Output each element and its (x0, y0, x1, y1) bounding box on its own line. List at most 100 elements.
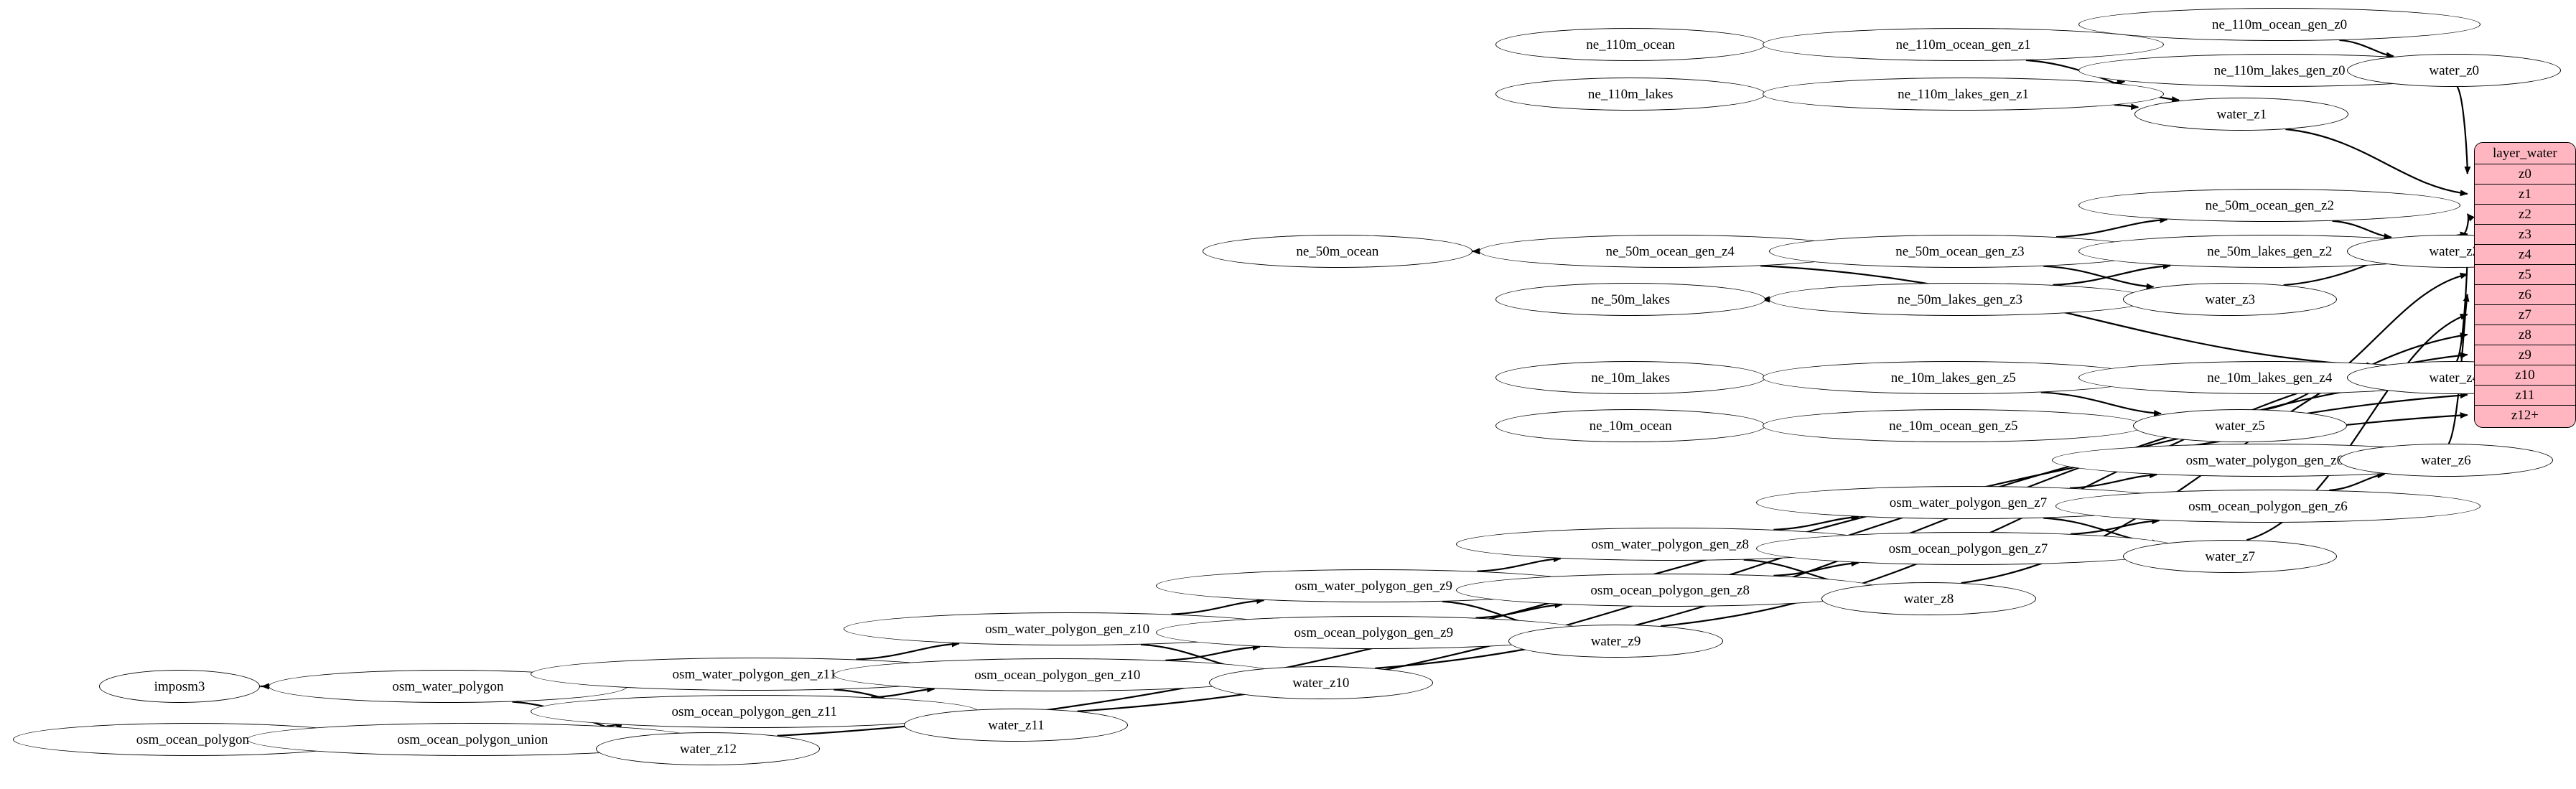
graph-node-water_z6[interactable]: water_z6 (2338, 444, 2553, 477)
graph-node-osm_ocean_polygon_gen_z7[interactable]: osm_ocean_polygon_gen_z7 (1755, 532, 2181, 565)
edge-water_z2-to-layer_water.z2 (2462, 213, 2475, 236)
graph-node-label: ne_110m_ocean (1586, 37, 1676, 52)
graph-node-water_z5[interactable]: water_z5 (2132, 409, 2348, 442)
graph-node-ne_10m_lakes[interactable]: ne_10m_lakes (1495, 361, 1766, 394)
graph-node-label: ne_10m_lakes (1591, 370, 1671, 386)
legend-row-z11[interactable]: z11 (2474, 386, 2575, 406)
graph-node-label: ne_50m_ocean_gen_z4 (1605, 243, 1735, 259)
graph-node-label: imposm3 (154, 678, 205, 694)
edge-osm_ocean_polygon_gen_z8-to-osm_ocean_polygon_gen_z7 (1773, 560, 1859, 576)
graph-node-label: water_z2 (2429, 243, 2480, 259)
legend-row-z8[interactable]: z8 (2474, 325, 2575, 345)
graph-node-label: ne_50m_lakes_gen_z2 (2207, 243, 2333, 259)
graph-node-water_z11[interactable]: water_z11 (904, 709, 1129, 742)
graph-node-imposm3[interactable]: imposm3 (98, 670, 261, 703)
graph-node-water_z1[interactable]: water_z1 (2134, 98, 2349, 131)
graph-node-label: osm_ocean_polygon_gen_z8 (1590, 582, 1750, 598)
graph-node-osm_ocean_polygon_gen_z8[interactable]: osm_ocean_polygon_gen_z8 (1456, 574, 1885, 607)
graph-node-osm_ocean_polygon_gen_z6[interactable]: osm_ocean_polygon_gen_z6 (2055, 490, 2481, 523)
legend-row-z2[interactable]: z2 (2474, 205, 2575, 225)
graph-node-water_z10[interactable]: water_z10 (1208, 666, 1433, 699)
graph-node-water_z9[interactable]: water_z9 (1508, 625, 1723, 658)
edge-ne_50m_ocean_gen_z4-to-water_z4 (1760, 265, 2375, 369)
edge-ne_110m_lakes_gen_z1-to-water_z1 (2114, 103, 2139, 111)
edge-water_z0-to-layer_water.z0 (2456, 86, 2471, 174)
legend-row-z10[interactable]: z10 (2474, 365, 2575, 386)
graph-node-label: water_z7 (2205, 548, 2256, 564)
legend-row-z5[interactable]: z5 (2474, 265, 2575, 285)
graph-node-label: water_z8 (1903, 591, 1954, 607)
legend-row-z9[interactable]: z9 (2474, 345, 2575, 365)
edge-osm_water_polygon_gen_z7-to-osm_water_polygon_gen_z6 (2069, 472, 2157, 489)
graph-node-label: ne_50m_lakes_gen_z3 (1897, 291, 2023, 307)
edge-ne_10m_lakes_gen_z5-to-water_z5 (2040, 391, 2162, 416)
edge-osm_water_polygon_gen_z8-to-osm_water_polygon_gen_z7 (1773, 514, 1859, 531)
graph-node-water_z0[interactable]: water_z0 (2347, 54, 2562, 87)
graph-node-label: osm_water_polygon_gen_z8 (1591, 536, 1749, 552)
edge-osm_ocean_polygon_gen_z10-to-osm_ocean_polygon_gen_z9 (1165, 644, 1261, 661)
edge-osm_water_polygon_gen_z9-to-osm_water_polygon_gen_z8 (1477, 556, 1562, 572)
graph-node-water_z3[interactable]: water_z3 (2123, 283, 2338, 316)
graph-node-label: ne_110m_ocean_gen_z1 (1895, 37, 2031, 52)
graph-node-label: ne_10m_lakes_gen_z5 (1890, 370, 2016, 386)
edge-osm_ocean_polygon_gen_z6-to-water_z6 (2329, 472, 2386, 492)
edge-osm_water_polygon_gen_z10-to-osm_water_polygon_gen_z9 (1171, 597, 1265, 615)
graph-node-osm_ocean_polygon_gen_z10[interactable]: osm_ocean_polygon_gen_z10 (833, 658, 1282, 691)
legend-row-z4[interactable]: z4 (2474, 245, 2575, 265)
graph-node-label: osm_ocean_polygon_gen_z10 (974, 667, 1141, 683)
graph-node-label: ne_50m_ocean_gen_z3 (1895, 243, 2025, 259)
graph-node-label: water_z4 (2429, 370, 2480, 386)
graph-node-label: water_z10 (1292, 675, 1350, 691)
graph-node-label: osm_ocean_polygon_gen_z6 (2188, 498, 2348, 514)
graph-node-ne_50m_lakes_gen_z3[interactable]: ne_50m_lakes_gen_z3 (1768, 283, 2152, 316)
legend-row-z12+[interactable]: z12+ (2474, 406, 2575, 426)
legend-row-z7[interactable]: z7 (2474, 305, 2575, 325)
graph-node-osm_ocean_polygon_gen_z11[interactable]: osm_ocean_polygon_gen_z11 (530, 695, 979, 728)
edge-osm_ocean_polygon_gen_z9-to-osm_ocean_polygon_gen_z8 (1475, 602, 1563, 619)
graph-node-ne_110m_lakes[interactable]: ne_110m_lakes (1495, 78, 1766, 111)
graph-node-label: osm_ocean_polygon_gen_z11 (671, 704, 837, 719)
graph-node-water_z8[interactable]: water_z8 (1821, 582, 2036, 615)
graph-node-label: osm_water_polygon_gen_z9 (1294, 578, 1453, 594)
edge-ne_50m_lakes_gen_z3-to-ne_50m_lakes_gen_z2 (2053, 263, 2171, 286)
edge-ne_50m_ocean_gen_z3-to-water_z3 (2043, 265, 2155, 290)
graph-node-ne_10m_ocean_gen_z5[interactable]: ne_10m_ocean_gen_z5 (1762, 409, 2145, 442)
graph-node-label: osm_water_polygon_gen_z6 (2185, 452, 2344, 468)
graph-node-label: ne_10m_lakes_gen_z4 (2207, 370, 2333, 386)
graph-node-label: water_z12 (679, 741, 737, 757)
graph-node-label: ne_10m_ocean (1589, 418, 1672, 434)
graph-node-label: ne_50m_ocean (1296, 243, 1379, 259)
edge-ne_50m_ocean_gen_z2-to-water_z2 (2332, 220, 2392, 240)
graph-node-label: ne_110m_ocean_gen_z0 (2211, 17, 2348, 32)
edge-water_z5-to-layer_water.z5 (2264, 272, 2468, 411)
graph-node-water_z7[interactable]: water_z7 (2123, 540, 2338, 573)
graph-node-ne_110m_lakes_gen_z1[interactable]: ne_110m_lakes_gen_z1 (1762, 78, 2165, 111)
edge-ne_50m_ocean_gen_z3-to-ne_50m_ocean_gen_z2 (2055, 216, 2168, 238)
graph-node-label: water_z0 (2429, 62, 2480, 78)
graph-node-label: osm_water_polygon (392, 678, 504, 694)
graph-node-label: water_z1 (2216, 106, 2267, 122)
graph-node-ne_110m_ocean_gen_z1[interactable]: ne_110m_ocean_gen_z1 (1762, 28, 2165, 61)
graph-node-label: ne_110m_lakes (1587, 86, 1674, 102)
graph-node-ne_50m_lakes[interactable]: ne_50m_lakes (1495, 283, 1766, 316)
graph-node-ne_50m_ocean_gen_z2[interactable]: ne_50m_ocean_gen_z2 (2078, 189, 2461, 222)
graph-node-label: ne_50m_lakes (1591, 291, 1671, 307)
graph-node-ne_110m_ocean[interactable]: ne_110m_ocean (1495, 28, 1766, 61)
edge-osm_water_polygon_gen_z11-to-osm_water_polygon_gen_z10 (856, 640, 960, 660)
graph-node-label: water_z3 (2205, 291, 2256, 307)
graph-node-label: osm_ocean_polygon_gen_z7 (1888, 541, 2048, 556)
legend-row-z6[interactable]: z6 (2474, 285, 2575, 305)
legend-row-z1[interactable]: z1 (2474, 185, 2575, 205)
graph-node-water_z12[interactable]: water_z12 (596, 732, 821, 765)
graph-node-label: water_z6 (2420, 452, 2471, 468)
graph-node-ne_110m_ocean_gen_z0[interactable]: ne_110m_ocean_gen_z0 (2078, 8, 2481, 41)
legend-row-z3[interactable]: z3 (2474, 225, 2575, 245)
graph-node-ne_10m_ocean[interactable]: ne_10m_ocean (1495, 409, 1766, 442)
graph-node-ne_50m_ocean[interactable]: ne_50m_ocean (1202, 235, 1473, 268)
edge-water_z1-to-layer_water.z1 (2285, 128, 2468, 197)
legend-row-z0[interactable]: z0 (2474, 164, 2575, 185)
edge-osm_ocean_polygon_gen_z7-to-osm_ocean_polygon_gen_z6 (2071, 518, 2160, 535)
graph-node-label: water_z11 (988, 717, 1045, 733)
